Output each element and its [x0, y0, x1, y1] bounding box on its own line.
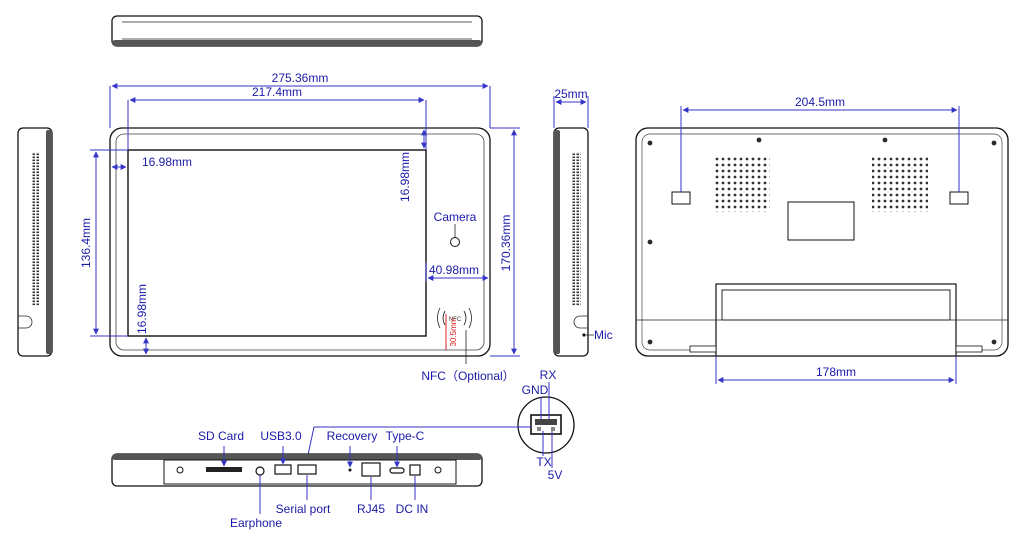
serial-port: [297, 464, 317, 475]
dc-in-label: DC IN: [396, 502, 429, 516]
sd-card-slot: [206, 467, 242, 472]
camera-label: Camera: [434, 210, 477, 224]
front-dimensions: 275.36mm 217.4mm 136.4mm 16.98mm 16.98mm…: [79, 71, 520, 357]
back-view: 204.5mm 178mm: [635, 95, 1009, 384]
nfc-height-dim: 30.5mm: [449, 317, 458, 346]
overall-height-dim: 170.36mm: [499, 215, 513, 272]
left-side-view: [17, 127, 53, 357]
mic-label: Mic: [594, 328, 613, 342]
rj45-port: [361, 462, 381, 477]
left-bezel-dim: 16.98mm: [142, 155, 192, 169]
depth-dim: 25mm: [554, 87, 587, 101]
bottom-view: SD Card USB3.0 Recovery Type-C Earphone …: [111, 429, 483, 530]
overall-width-dim: 275.36mm: [272, 71, 329, 85]
nfc-label: NFC（Optional）: [421, 369, 514, 383]
stand-width-dim: 178mm: [816, 365, 856, 379]
top-bezel-dim: 16.98mm: [398, 152, 412, 202]
front-view: Camera NFC NFC（Optional） 30.5mm: [109, 127, 515, 383]
serial-pinout-detail: RX GND TX 5V: [305, 368, 575, 482]
usb3-label: USB3.0: [260, 429, 302, 443]
usb3-port: [274, 464, 292, 475]
rj45-label: RJ45: [357, 502, 385, 516]
sd-card-label: SD Card: [198, 429, 244, 443]
type-c-port: [389, 467, 405, 474]
recovery-button: [348, 468, 352, 472]
earphone-label: Earphone: [230, 516, 282, 530]
5v-label: 5V: [548, 468, 563, 482]
tx-label: TX: [536, 455, 551, 469]
type-c-label: Type-C: [386, 429, 425, 443]
earphone-jack: [255, 466, 265, 476]
right-side-view: Mic 25mm: [553, 87, 613, 357]
screen-height-dim: 136.4mm: [79, 218, 93, 268]
bottom-bezel-dim: 16.98mm: [135, 284, 149, 334]
dc-in-port: [409, 464, 421, 476]
screen-width-dim: 217.4mm: [252, 85, 302, 99]
screen-area: [127, 149, 427, 337]
recovery-label: Recovery: [327, 429, 378, 443]
serial-port-label: Serial port: [276, 502, 331, 516]
top-view: [111, 15, 483, 47]
svg-text:NFC: NFC: [449, 317, 462, 323]
gnd-label: GND: [522, 383, 549, 397]
rx-label: RX: [540, 368, 557, 382]
camera-icon: [450, 237, 460, 247]
nfc-icon: NFC: [437, 307, 472, 329]
mount-width-dim: 204.5mm: [795, 95, 845, 109]
right-bezel-dim: 40.98mm: [429, 263, 479, 277]
